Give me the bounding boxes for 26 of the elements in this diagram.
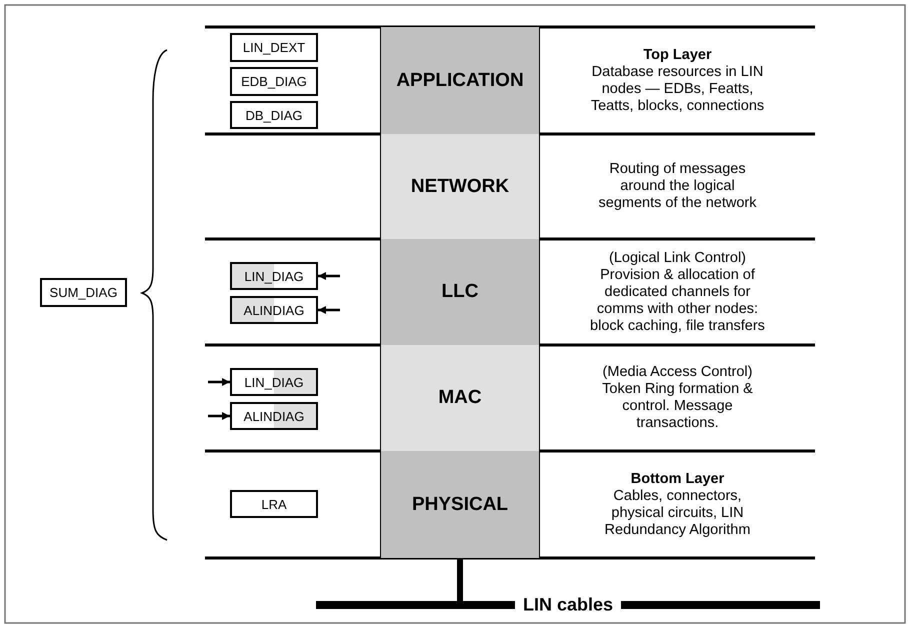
diag-box: LIN_DEXT bbox=[230, 33, 318, 62]
layer-cell: PHYSICAL bbox=[380, 451, 540, 558]
layer-cell: NETWORK bbox=[380, 134, 540, 239]
diag-box: DB_DIAG bbox=[230, 101, 318, 129]
layer-heading: Bottom Layer bbox=[630, 470, 724, 488]
diag-box: LIN_DIAG bbox=[230, 368, 318, 396]
layer-description: Database resources in LIN nodes — EDBs, Featts, Teatts, blocks, connections bbox=[590, 64, 765, 114]
arrow bbox=[318, 306, 340, 314]
connector-line bbox=[457, 558, 463, 601]
layer-cell: APPLICATION bbox=[380, 27, 540, 134]
diag-box: LIN_DIAG bbox=[230, 262, 318, 290]
layer-description: Routing of messages around the logical segments of the network bbox=[598, 161, 758, 212]
diag-box: SUM_DIAG bbox=[40, 278, 127, 307]
layer-heading: Top Layer bbox=[643, 46, 712, 64]
diag-box: EDB_DIAG bbox=[230, 67, 318, 96]
arrow bbox=[208, 378, 230, 386]
layer-description: (Media Access Control) Token Ring formation & control. Message transactions. bbox=[601, 364, 754, 432]
diag-box: LRA bbox=[230, 490, 318, 518]
layer-description: (Logical Link Control) Provision & allocation of dedicated channels for comms with other nodes: block caching, file transfers bbox=[590, 250, 765, 334]
arrow bbox=[318, 272, 340, 280]
layer-description: Cables, connectors, physical circuits, LIN Redundancy Algorithm bbox=[604, 488, 752, 538]
diag-box: ALINDIAG bbox=[230, 402, 318, 430]
layer-cell: LLC bbox=[380, 239, 540, 345]
arrow bbox=[208, 412, 230, 420]
layer-cell: MAC bbox=[380, 345, 540, 451]
diag-box: ALINDIAG bbox=[230, 296, 318, 324]
